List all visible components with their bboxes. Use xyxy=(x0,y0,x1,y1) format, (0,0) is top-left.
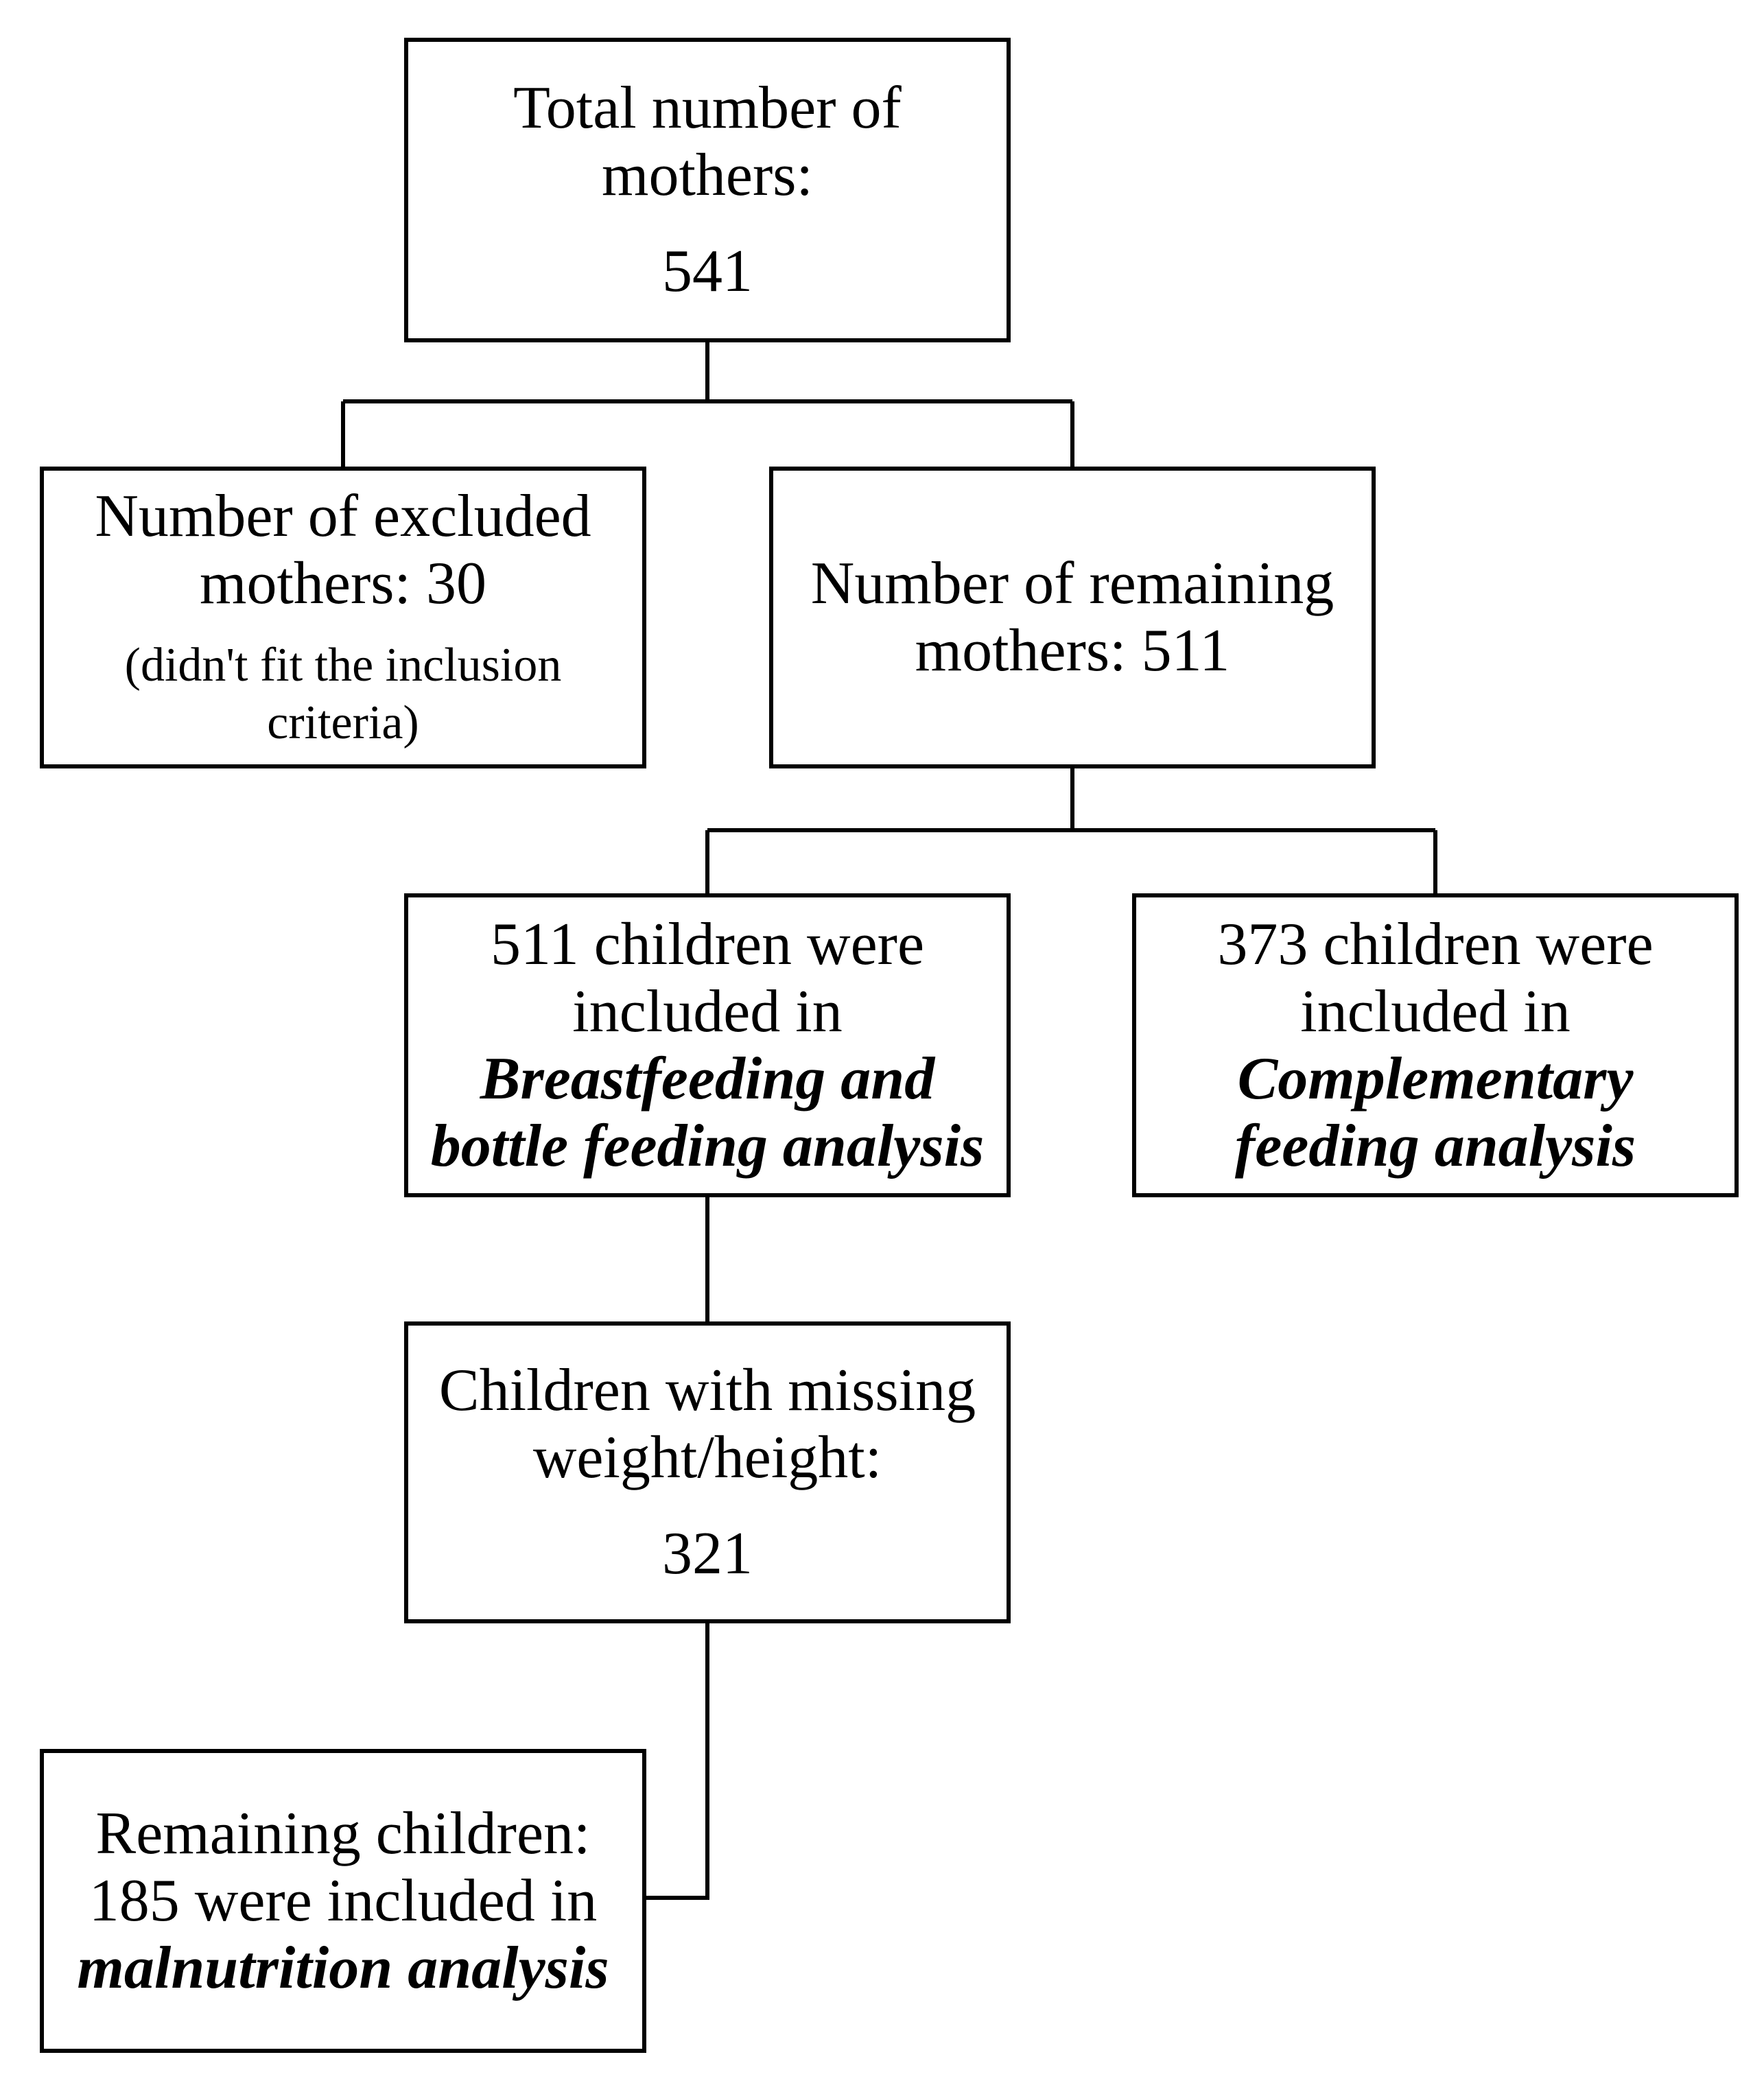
complementary-line1: 373 children were xyxy=(1217,910,1654,978)
malnutrition-line2: 185 were included in xyxy=(89,1867,598,1934)
excluded-mothers-box: Number of excluded mothers: 30 (didn't f… xyxy=(40,467,646,768)
remaining-line1: Number of remaining xyxy=(810,550,1334,617)
malnutrition-line3: malnutrition analysis xyxy=(77,1934,609,2001)
malnutrition-analysis-box: Remaining children: 185 were included in… xyxy=(40,1749,646,2053)
breastfeeding-line2: included in xyxy=(572,978,843,1045)
breastfeeding-line4: bottle feeding analysis xyxy=(430,1112,985,1179)
complementary-line2: included in xyxy=(1300,978,1571,1045)
excluded-note2: criteria) xyxy=(267,696,419,749)
malnutrition-line1: Remaining children: xyxy=(95,1800,591,1867)
complementary-line3: Complementary xyxy=(1237,1045,1634,1112)
excluded-line2: mothers: 30 xyxy=(200,550,486,617)
complementary-line4: feeding analysis xyxy=(1234,1112,1636,1179)
excluded-note1: (didn't fit the inclusion xyxy=(124,639,562,692)
complementary-analysis-box: 373 children were included in Complement… xyxy=(1132,893,1739,1197)
connector-remaining-split xyxy=(705,766,1437,893)
missing-weight-height-box: Children with missing weight/height: 321 xyxy=(404,1321,1011,1623)
total-mothers-box: Total number of mothers: 541 xyxy=(404,38,1011,342)
connector-missing-malnutrition xyxy=(644,1621,709,1900)
breastfeeding-line3: Breastfeeding and xyxy=(480,1045,935,1112)
total-line1: Total number of xyxy=(513,75,902,141)
total-value: 541 xyxy=(662,238,753,305)
missing-line2: weight/height: xyxy=(532,1424,882,1491)
breastfeeding-line1: 511 children were xyxy=(490,910,925,978)
remaining-line2: mothers: 511 xyxy=(915,618,1230,684)
connector-total-split xyxy=(341,340,1074,467)
breastfeeding-analysis-box: 511 children were included in Breastfeed… xyxy=(404,893,1011,1197)
missing-line1: Children with missing xyxy=(438,1357,976,1424)
excluded-line1: Number of excluded xyxy=(95,483,591,550)
total-line2: mothers: xyxy=(602,142,813,209)
missing-value: 321 xyxy=(662,1520,753,1587)
remaining-mothers-box: Number of remaining mothers: 511 xyxy=(769,467,1376,768)
